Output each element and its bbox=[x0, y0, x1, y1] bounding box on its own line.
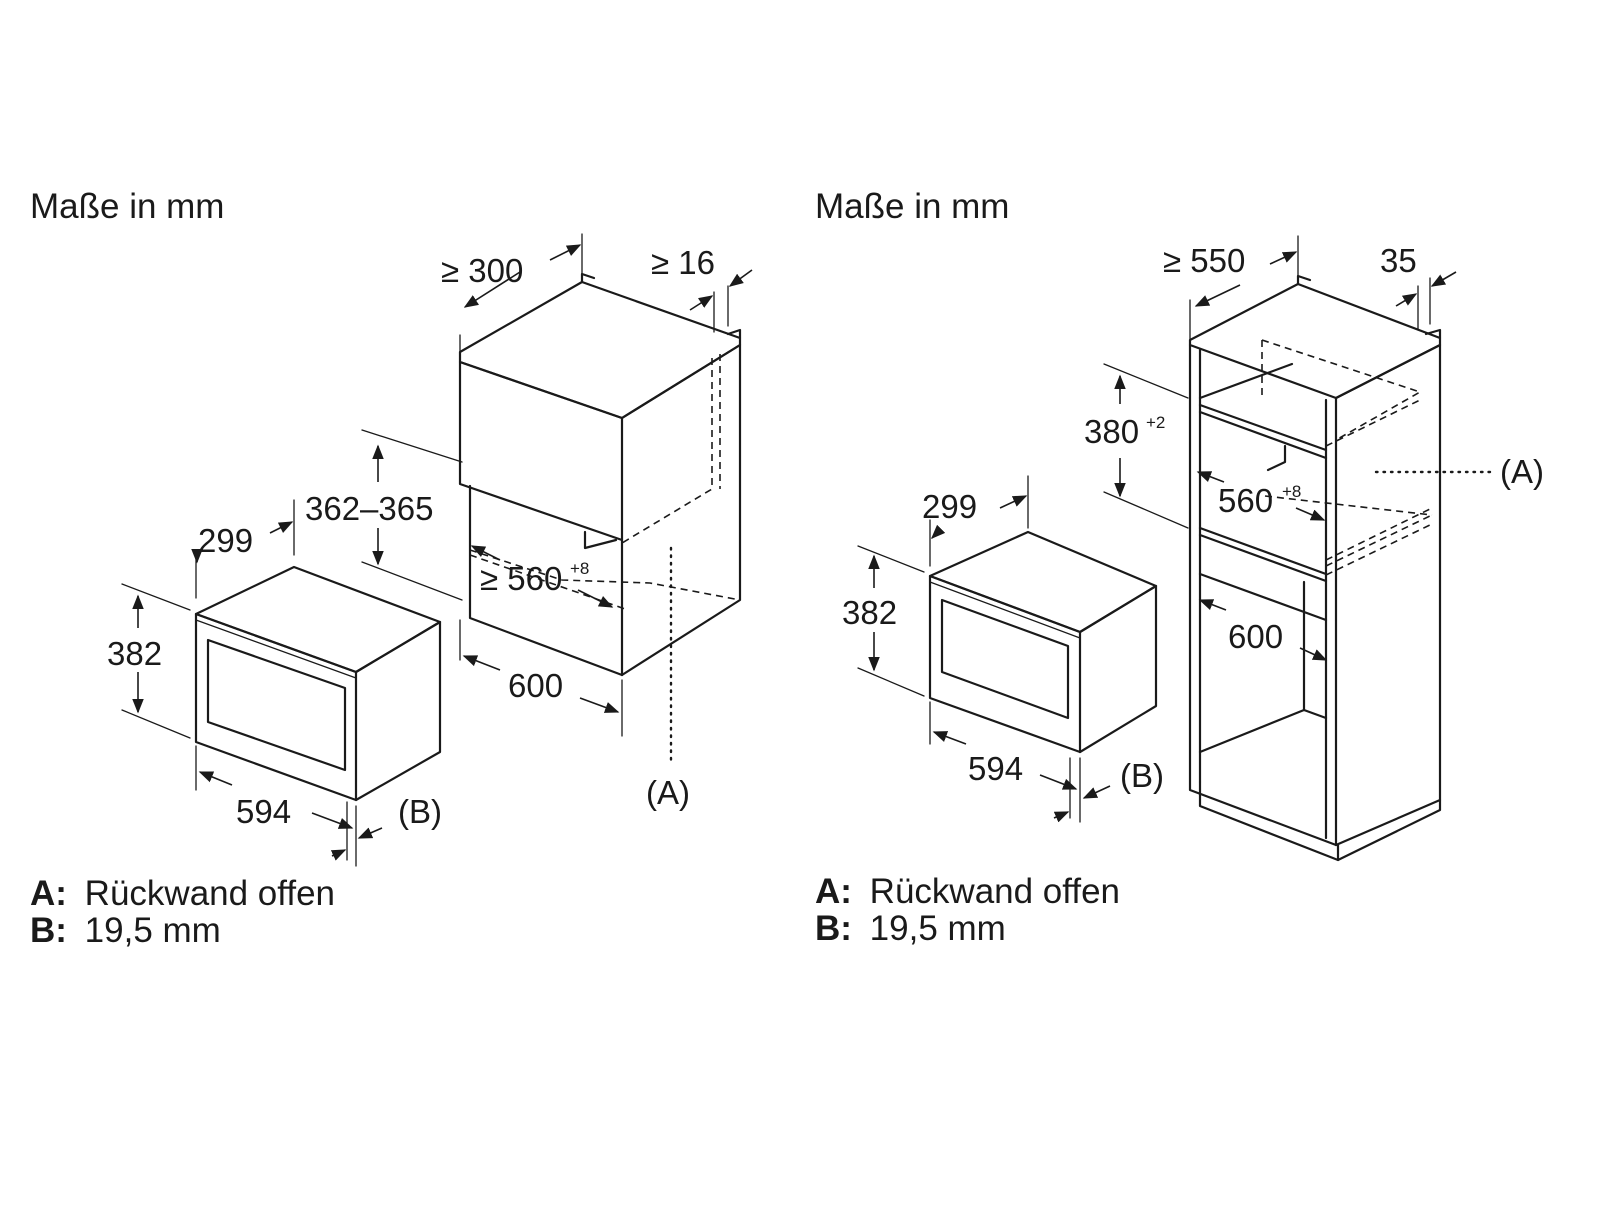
left-label-b: (B) bbox=[398, 793, 442, 830]
right-legend-text-a: Rückwand offen bbox=[870, 872, 1120, 911]
left-dim-560: ≥ 560 bbox=[480, 560, 562, 597]
left-legend-key-b: B: bbox=[30, 911, 67, 950]
right-dim-600: 600 bbox=[1228, 618, 1283, 655]
left-legend-text-a: Rückwand offen bbox=[85, 874, 335, 913]
left-wall-cabinet bbox=[458, 272, 742, 677]
left-legend-text-b: 19,5 mm bbox=[85, 911, 221, 950]
right-legend-key-b: B: bbox=[815, 909, 852, 948]
left-legend-row-a: A: Rückwand offen bbox=[30, 874, 335, 913]
right-legend-row-b: B: 19,5 mm bbox=[815, 909, 1006, 948]
right-panel: Maße in mm bbox=[815, 187, 1544, 948]
right-title: Maße in mm bbox=[815, 187, 1009, 226]
left-title: Maße in mm bbox=[30, 187, 224, 226]
left-appliance bbox=[194, 565, 442, 802]
right-dim-550: ≥ 550 bbox=[1163, 242, 1245, 279]
right-dim-35: 35 bbox=[1380, 242, 1417, 279]
right-dimension-lines bbox=[857, 235, 1496, 823]
right-dimension-labels: ≥ 550 35 380 +2 560 +8 600 299 382 594 (… bbox=[842, 242, 1544, 794]
right-dim-382: 382 bbox=[842, 594, 897, 631]
right-dim-560-tolerance: +8 bbox=[1282, 482, 1301, 501]
right-appliance bbox=[928, 530, 1158, 754]
right-dim-560: 560 bbox=[1218, 482, 1273, 519]
right-legend: A: Rückwand offen B: 19,5 mm bbox=[815, 872, 1120, 948]
left-dim-362-365: 362–365 bbox=[305, 490, 433, 527]
right-legend-row-a: A: Rückwand offen bbox=[815, 872, 1120, 911]
right-label-a: (A) bbox=[1500, 453, 1544, 490]
left-legend-row-b: B: 19,5 mm bbox=[30, 911, 221, 950]
right-dim-380: 380 bbox=[1084, 413, 1139, 450]
right-label-b: (B) bbox=[1120, 757, 1164, 794]
right-legend-key-a: A: bbox=[815, 872, 852, 911]
left-dim-600: 600 bbox=[508, 667, 563, 704]
left-label-a: (A) bbox=[646, 774, 690, 811]
left-dim-560-tolerance: +8 bbox=[570, 559, 589, 578]
left-dim-299: 299 bbox=[198, 522, 253, 559]
right-dim-594: 594 bbox=[968, 750, 1023, 787]
right-legend-text-b: 19,5 mm bbox=[870, 909, 1006, 948]
left-legend-key-a: A: bbox=[30, 874, 67, 913]
left-dimension-lines bbox=[121, 233, 753, 867]
left-panel: Maße in mm bbox=[30, 187, 753, 950]
right-tall-cabinet bbox=[1188, 274, 1442, 862]
left-dim-16: ≥ 16 bbox=[651, 244, 715, 281]
left-dim-382: 382 bbox=[107, 635, 162, 672]
left-legend: A: Rückwand offen B: 19,5 mm bbox=[30, 874, 335, 950]
right-dim-299: 299 bbox=[922, 488, 977, 525]
left-dim-594: 594 bbox=[236, 793, 291, 830]
right-dim-380-tolerance: +2 bbox=[1146, 413, 1165, 432]
left-dimension-labels: ≥ 300 ≥ 16 362–365 299 382 ≥ 560 +8 600 … bbox=[107, 244, 715, 830]
left-dim-300: ≥ 300 bbox=[441, 252, 523, 289]
